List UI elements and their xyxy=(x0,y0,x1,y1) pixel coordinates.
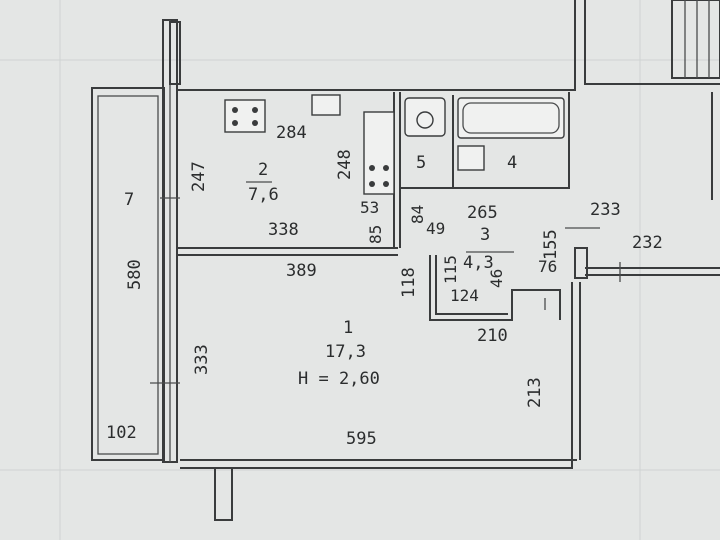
dim-46: 46 xyxy=(487,269,506,288)
room-3-number: 3 xyxy=(480,225,490,245)
balcony xyxy=(91,87,165,461)
room-2-area: 7,6 xyxy=(248,185,279,205)
dim-284: 284 xyxy=(276,123,307,143)
room-1-area: 17,3 xyxy=(325,342,366,362)
dim-265: 265 xyxy=(467,203,498,223)
kitchen-fixtures xyxy=(224,94,395,195)
dim-233: 233 xyxy=(590,200,621,220)
dim-102: 102 xyxy=(106,423,137,443)
washbasin-icon xyxy=(457,145,485,171)
room-1-number: 1 xyxy=(343,318,353,338)
dim-118: 118 xyxy=(399,267,419,298)
dim-580: 580 xyxy=(125,259,145,290)
dim-338: 338 xyxy=(268,220,299,240)
stairwell xyxy=(671,0,720,200)
dim-213: 213 xyxy=(525,377,545,408)
partitions xyxy=(177,92,720,321)
dim-84: 84 xyxy=(408,205,427,224)
dim-115: 115 xyxy=(441,255,460,284)
dim-85: 85 xyxy=(366,225,385,244)
stove-icon xyxy=(224,99,266,133)
dimension-lines xyxy=(150,181,621,384)
room-3-area: 4,3 xyxy=(463,253,494,273)
dim-333: 333 xyxy=(192,344,212,375)
toilet-icon xyxy=(404,97,446,137)
dim-248: 248 xyxy=(335,149,355,180)
dim-595: 595 xyxy=(346,429,377,449)
balcony-number: 7 xyxy=(124,190,134,210)
bathtub-icon xyxy=(457,97,565,139)
dim-247: 247 xyxy=(189,161,209,192)
sink-icon xyxy=(311,94,341,116)
room-4-number: 4 xyxy=(507,153,517,173)
room-1-height: H = 2,60 xyxy=(298,369,380,389)
room-2-number: 2 xyxy=(258,160,268,180)
bathroom-fixtures xyxy=(404,97,565,171)
dim-389: 389 xyxy=(286,261,317,281)
dim-210: 210 xyxy=(477,326,508,346)
dim-76: 76 xyxy=(538,257,557,276)
dim-155: 155 xyxy=(541,229,561,260)
dim-124: 124 xyxy=(450,286,479,305)
dim-53: 53 xyxy=(360,198,379,217)
outer-walls xyxy=(177,0,720,521)
window-wall xyxy=(162,19,181,463)
dim-49: 49 xyxy=(426,219,445,238)
dim-232: 232 xyxy=(632,233,663,253)
room-5-number: 5 xyxy=(416,153,426,173)
stove-burners-icon xyxy=(363,111,395,195)
